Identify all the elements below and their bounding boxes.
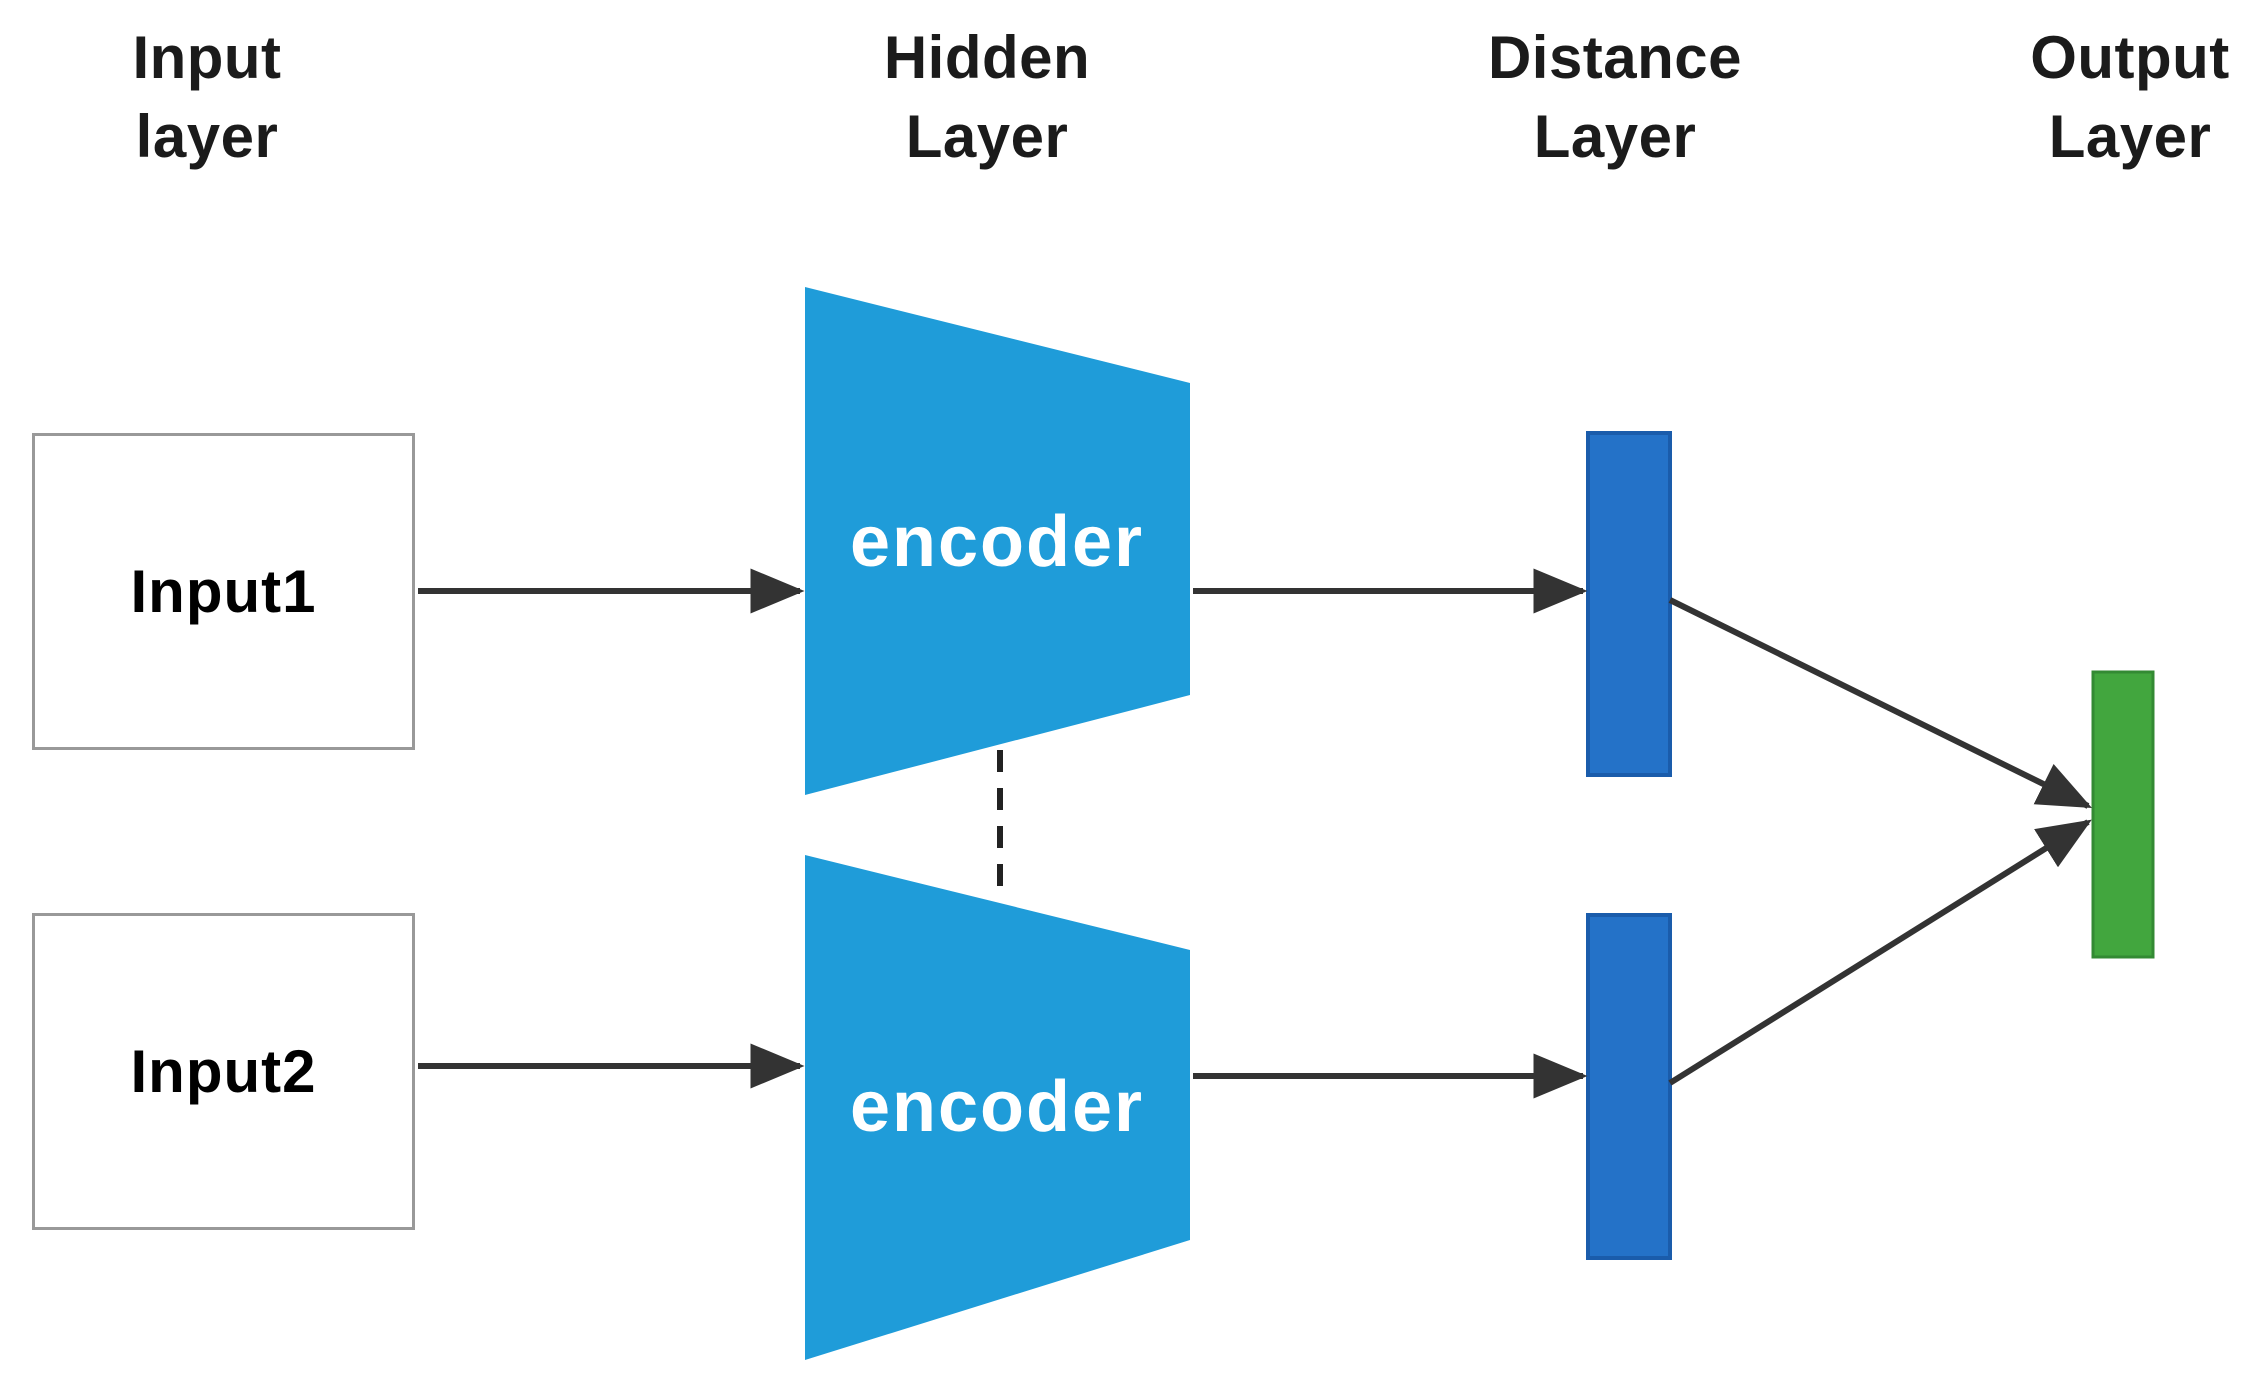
encoder2-label: encoder bbox=[849, 1067, 1145, 1147]
input1-box: Input1 bbox=[32, 433, 415, 750]
header-output-layer-line1: Output bbox=[2030, 24, 2230, 91]
distance-bar-1 bbox=[1586, 431, 1672, 777]
arrow-distance1-to-output bbox=[1668, 597, 2093, 809]
header-input-layer-line1: Input bbox=[132, 24, 282, 91]
header-hidden-layer-line2: Layer bbox=[905, 103, 1069, 170]
header-input-layer: Input layer bbox=[7, 18, 407, 176]
header-output-layer: Output Layer bbox=[1930, 18, 2262, 176]
encoder1-label: encoder bbox=[849, 502, 1145, 582]
header-distance-layer-line1: Distance bbox=[1487, 24, 1743, 91]
header-hidden-layer: Hidden Layer bbox=[787, 18, 1187, 176]
arrow-distance2-to-output bbox=[1668, 819, 2092, 1086]
header-input-layer-line2: layer bbox=[135, 103, 279, 170]
encoder1-shape bbox=[805, 287, 1190, 795]
encoder2-shape bbox=[805, 855, 1190, 1360]
header-hidden-layer-line1: Hidden bbox=[883, 24, 1091, 91]
header-distance-layer-line2: Layer bbox=[1533, 103, 1697, 170]
input2-box: Input2 bbox=[32, 913, 415, 1230]
output-bar bbox=[2091, 670, 2155, 959]
input2-label: Input2 bbox=[130, 1038, 317, 1105]
distance-bar-2 bbox=[1586, 913, 1672, 1260]
header-distance-layer: Distance Layer bbox=[1415, 18, 1815, 176]
input1-label: Input1 bbox=[130, 558, 317, 625]
header-output-layer-line2: Layer bbox=[2048, 103, 2212, 170]
